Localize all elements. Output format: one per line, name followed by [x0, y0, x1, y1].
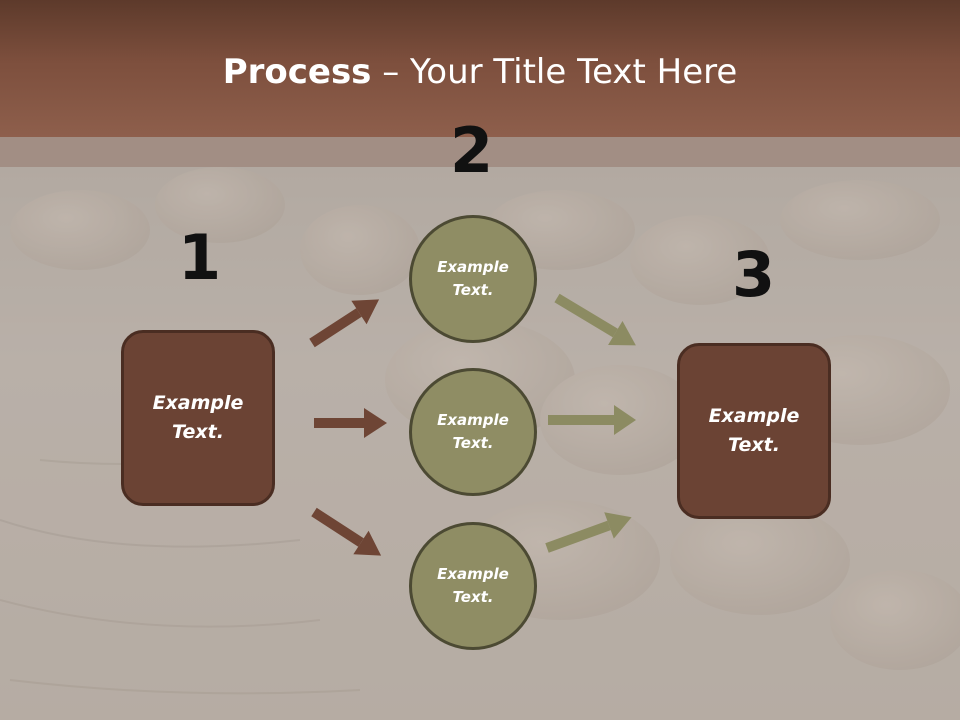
arrow-to-top-circle: [309, 299, 380, 348]
title-band: [0, 137, 960, 167]
title-rest: – Your Title Text Here: [371, 52, 738, 92]
step-2-circle-top-label: Example Text.: [437, 258, 509, 299]
step-2-circle-middle: Example Text.: [409, 368, 537, 496]
arrow-from-bottom-circle: [545, 512, 632, 553]
slide-title: Process – Your Title Text Here: [0, 52, 960, 92]
step-number-3: 3: [732, 238, 776, 311]
arrow-to-bottom-circle: [311, 507, 382, 556]
step-1-label: Example Text.: [152, 392, 244, 443]
step-2-circle-bottom: Example Text.: [409, 522, 537, 650]
step-number-2: 2: [450, 114, 494, 187]
step-2-circle-top: Example Text.: [409, 215, 537, 343]
step-2-circle-middle-label: Example Text.: [437, 411, 509, 452]
step-2-circle-bottom-label: Example Text.: [437, 565, 509, 606]
arrow-to-middle-circle: [314, 408, 387, 438]
step-1-box: Example Text.: [121, 330, 275, 506]
title-bold: Process: [222, 52, 372, 92]
step-number-1: 1: [178, 221, 222, 294]
arrow-from-top-circle: [554, 293, 636, 346]
title-bar: [0, 0, 960, 137]
arrow-from-middle-circle: [548, 405, 636, 435]
step-3-box: Example Text.: [677, 343, 831, 519]
step-3-label: Example Text.: [708, 405, 800, 456]
